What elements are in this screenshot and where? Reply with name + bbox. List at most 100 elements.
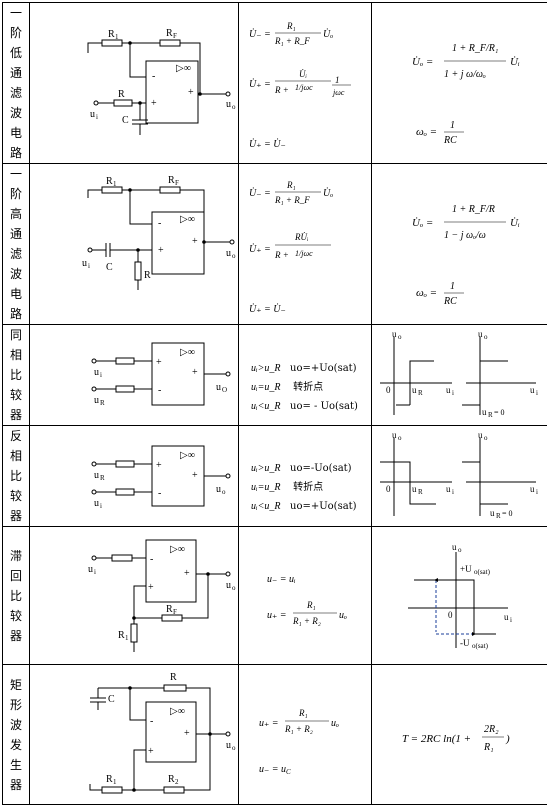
r1-label: R	[118, 630, 125, 641]
svg-text:+: +	[156, 460, 162, 471]
svg-text:+U: +U	[460, 564, 472, 574]
svg-text:U̇₋ =: U̇₋ =	[249, 187, 271, 199]
svg-text:U̇ᵢ: U̇ᵢ	[299, 69, 307, 79]
svg-text:-: -	[158, 218, 161, 229]
svg-text:1 − j ωₒ/ω: 1 − j ωₒ/ω	[444, 230, 486, 241]
ur-label: u	[94, 395, 99, 406]
rf-label: R	[166, 28, 173, 39]
ui-label: u	[90, 109, 95, 120]
svg-text:2: 2	[175, 778, 179, 786]
svg-text:o: o	[232, 744, 236, 752]
r2-label: R	[168, 774, 175, 785]
svg-text:R: R	[418, 488, 423, 496]
uo-label: u	[226, 99, 231, 110]
r1-label: R	[106, 176, 113, 187]
table-row: 一阶高通滤波电路	[3, 164, 547, 325]
ui-label: u	[94, 367, 99, 378]
c-label: C	[106, 262, 113, 273]
svg-text:R₁ + R_F: R₁ + R_F	[274, 195, 310, 205]
svg-text:u: u	[504, 612, 509, 622]
ur-label: u	[94, 470, 99, 481]
r-label: R	[144, 270, 151, 281]
svg-text:T = 2RC ln(1 +: T = 2RC ln(1 +	[402, 733, 471, 745]
svg-text:-U: -U	[460, 638, 470, 648]
svg-text:1: 1	[450, 281, 455, 292]
amp-symbol: ▷∞	[180, 214, 195, 225]
svg-text:R: R	[418, 389, 423, 397]
amp-symbol: ▷∞	[170, 706, 185, 717]
svg-text:R₁: R₁	[298, 708, 308, 718]
svg-text:u: u	[530, 385, 535, 395]
svg-text:= 0: = 0	[494, 408, 505, 417]
svg-text:u₊ =: u₊ =	[259, 718, 279, 729]
svg-text:1/jωc: 1/jωc	[295, 83, 313, 92]
svg-text:u: u	[446, 484, 451, 494]
svg-text:u: u	[530, 484, 535, 494]
amp-symbol: ▷∞	[180, 347, 195, 358]
svg-text:1: 1	[113, 778, 117, 786]
svg-text:U̇₊ =: U̇₊ =	[249, 78, 271, 90]
svg-text:u: u	[478, 430, 483, 440]
r1-label: R	[106, 774, 113, 785]
svg-text:u: u	[412, 385, 417, 395]
svg-text:= 0: = 0	[502, 509, 513, 518]
svg-text:o: o	[484, 434, 488, 442]
svg-text:o(sat): o(sat)	[472, 642, 489, 650]
svg-text:R₁ + R₂: R₁ + R₂	[284, 724, 313, 734]
svg-text:U̇ᵢ: U̇ᵢ	[510, 56, 520, 68]
svg-text:+: +	[184, 568, 190, 579]
svg-text:+: +	[192, 470, 198, 481]
svg-text:i: i	[536, 488, 538, 496]
row-name-square-wave-generator: 矩形波发生器	[3, 665, 30, 805]
svg-text:RC: RC	[443, 296, 457, 307]
svg-text:0: 0	[386, 385, 391, 395]
uo-label: u	[216, 484, 221, 495]
svg-text:): )	[505, 733, 510, 745]
svg-text:R: R	[100, 399, 105, 407]
svg-text:o: o	[398, 333, 402, 341]
svg-text:u: u	[490, 508, 495, 518]
svg-text:o: o	[232, 103, 236, 111]
svg-text:R₁: R₁	[306, 600, 316, 610]
svg-text:-: -	[158, 385, 161, 396]
svg-text:+: +	[184, 728, 190, 739]
svg-text:ωₒ =: ωₒ =	[416, 287, 437, 299]
svg-text:+: +	[192, 236, 198, 247]
svg-text:+: +	[148, 582, 154, 593]
table-row: 矩形波发生器	[3, 665, 547, 805]
svg-text:-: -	[152, 71, 155, 82]
svg-text:RC: RC	[443, 135, 457, 146]
svg-text:i: i	[510, 616, 512, 624]
c-label: C	[108, 694, 115, 705]
svg-text:U̇ᵢ: U̇ᵢ	[510, 217, 520, 229]
svg-text:o: o	[232, 252, 236, 260]
noninverting-comparator-formulas: uᵢ>u_R uo=+Uo(sat) uᵢ=u_R 转折点 uᵢ<u_R uo=…	[239, 325, 372, 426]
svg-text:R: R	[496, 512, 501, 520]
svg-text:+: +	[158, 245, 164, 256]
svg-text:1 + R_F/R: 1 + R_F/R	[452, 204, 495, 215]
svg-text:ωₒ =: ωₒ =	[416, 126, 437, 138]
svg-text:+: +	[192, 367, 198, 378]
svg-text:u: u	[446, 385, 451, 395]
svg-text:1: 1	[450, 120, 455, 131]
row-name-high-pass: 一阶高通滤波电路	[3, 164, 30, 325]
rf-label: R	[168, 175, 175, 186]
row-name-inverting-comparator: 反相比较器	[3, 426, 30, 527]
svg-text:u: u	[478, 329, 483, 339]
uo-label: u	[226, 248, 231, 259]
rf-label: R	[166, 604, 173, 615]
svg-text:u: u	[392, 329, 397, 339]
svg-text:+: +	[188, 87, 194, 98]
svg-text:u: u	[452, 542, 457, 552]
inverting-comparator-formulas: uᵢ>u_R uo=-Uo(sat) uᵢ=u_R 转折点 uᵢ<u_R uo=…	[239, 426, 372, 527]
ui-label: u	[88, 564, 93, 575]
